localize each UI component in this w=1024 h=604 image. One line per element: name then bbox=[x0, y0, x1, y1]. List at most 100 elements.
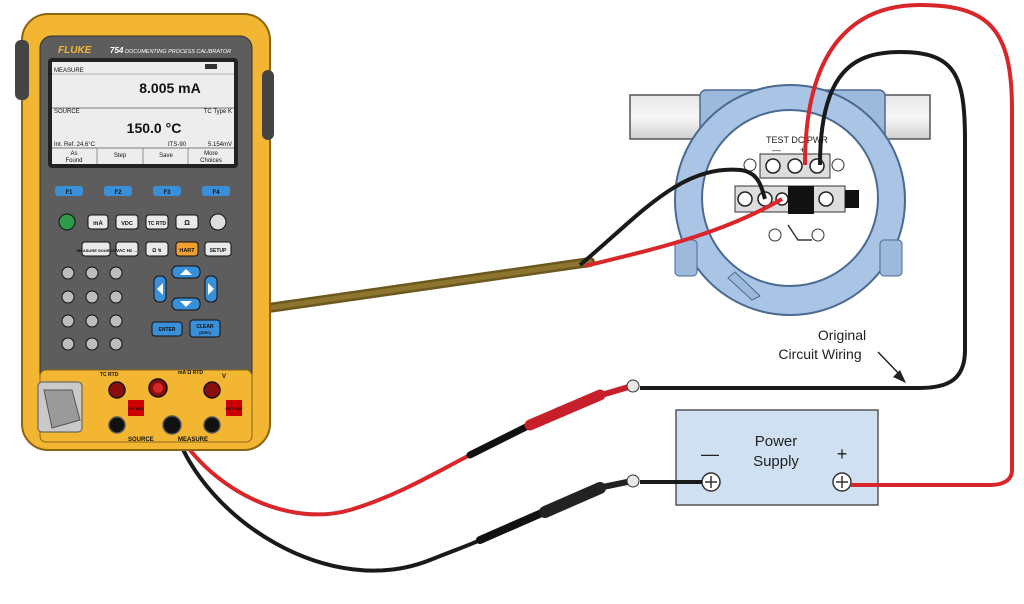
num-key[interactable] bbox=[61, 314, 75, 328]
softkey-save: Save bbox=[159, 153, 173, 159]
svg-text:Ω: Ω bbox=[184, 220, 190, 227]
svg-text:CLEAR: CLEAR bbox=[196, 324, 214, 330]
key-tc-rtd[interactable] bbox=[145, 214, 169, 230]
power-supply-label-2: Supply bbox=[753, 453, 799, 470]
f2-key[interactable] bbox=[104, 186, 132, 196]
red-probe bbox=[466, 379, 640, 459]
max-label-1 bbox=[128, 400, 144, 416]
num-key[interactable] bbox=[109, 337, 123, 351]
key-ohm-2[interactable] bbox=[145, 241, 169, 257]
svg-text:SETUP: SETUP bbox=[210, 248, 227, 254]
num-key[interactable] bbox=[85, 314, 99, 328]
power-supply-label-1: Power bbox=[755, 433, 798, 450]
svg-text:F3: F3 bbox=[163, 190, 171, 196]
svg-text:TC RTD: TC RTD bbox=[148, 221, 167, 227]
tc-lead-red bbox=[584, 197, 784, 268]
side-grip-left bbox=[15, 40, 29, 100]
svg-text:mA: mA bbox=[93, 221, 103, 227]
f4-key[interactable] bbox=[202, 186, 230, 196]
key-vac[interactable] bbox=[115, 241, 139, 257]
f3-key[interactable] bbox=[153, 186, 181, 196]
test-plus: + bbox=[800, 145, 805, 155]
jack-label-measure: MEASURE bbox=[178, 437, 208, 443]
num-key[interactable] bbox=[85, 266, 99, 280]
psu-plus-label: + bbox=[837, 444, 848, 464]
num-key[interactable] bbox=[61, 266, 75, 280]
f1-key[interactable] bbox=[55, 186, 83, 196]
num-key[interactable] bbox=[85, 290, 99, 304]
key-measure-source[interactable] bbox=[81, 241, 111, 257]
softkey-labels: As Found Step Save More Choices bbox=[65, 148, 222, 164]
measure-value: 8.005 mA bbox=[139, 80, 200, 96]
transmitter-lug-right bbox=[879, 239, 903, 277]
num-key[interactable] bbox=[85, 337, 99, 351]
jack-v-black[interactable] bbox=[203, 416, 221, 434]
svg-text:F1: F1 bbox=[65, 190, 73, 196]
num-key[interactable] bbox=[109, 266, 123, 280]
its-scale: ITS-90 bbox=[168, 142, 187, 148]
model-subtitle: DOCUMENTING PROCESS CALIBRATOR bbox=[125, 49, 231, 55]
terminal-screws-top bbox=[765, 158, 825, 174]
terminal-block bbox=[788, 186, 814, 214]
function-keys: F1 F2 F3 F4 bbox=[55, 186, 230, 196]
annotation-arrowhead bbox=[893, 370, 906, 383]
softkey-step: Step bbox=[114, 153, 127, 159]
clear-key[interactable] bbox=[189, 319, 221, 338]
max-label-2 bbox=[226, 400, 242, 416]
power-supply: Power Supply — + bbox=[675, 409, 879, 506]
svg-text:ENTER: ENTER bbox=[159, 327, 176, 333]
key-ma[interactable] bbox=[87, 214, 109, 230]
key-vdc[interactable] bbox=[115, 214, 139, 230]
jack-label-tc-rtd: TC RTD bbox=[100, 372, 119, 378]
calibrator: FLUKE 754 DOCUMENTING PROCESS CALIBRATOR… bbox=[15, 13, 274, 451]
numeric-keypad bbox=[61, 266, 123, 351]
svg-text:Ω ↯: Ω ↯ bbox=[152, 248, 162, 254]
num-key[interactable] bbox=[109, 314, 123, 328]
tc-lead-black bbox=[578, 167, 767, 267]
transmitter-lug-left bbox=[674, 239, 698, 277]
softkey-as-found-2: Found bbox=[65, 158, 82, 164]
arrow-keys bbox=[153, 265, 218, 311]
power-button[interactable] bbox=[58, 213, 76, 231]
backlight-button[interactable] bbox=[209, 213, 227, 231]
svg-text:VDC: VDC bbox=[121, 221, 133, 227]
jack-v-red[interactable] bbox=[203, 381, 221, 399]
jack-source-red[interactable] bbox=[108, 381, 126, 399]
jack-source-black[interactable] bbox=[108, 416, 126, 434]
key-setup[interactable] bbox=[204, 241, 232, 257]
original-wiring bbox=[640, 2, 1014, 487]
transmitter: TEST DC PWR — + bbox=[674, 84, 906, 316]
num-key[interactable] bbox=[61, 290, 75, 304]
loop-wire-black bbox=[640, 49, 967, 390]
jack-measure-black[interactable] bbox=[162, 415, 182, 435]
jack-label-v: V bbox=[222, 374, 226, 380]
psu-plus-terminal bbox=[832, 472, 852, 492]
test-label: TEST DC PWR bbox=[766, 135, 828, 145]
int-ref: Int. Ref. 24.6°C bbox=[54, 142, 96, 148]
side-grip-right bbox=[262, 70, 274, 140]
source-value: 150.0 °C bbox=[127, 120, 182, 136]
key-ohm[interactable] bbox=[175, 214, 199, 230]
loop-wire-red bbox=[803, 2, 1014, 487]
svg-text:F4: F4 bbox=[212, 190, 220, 196]
lcd-screen bbox=[52, 62, 234, 164]
num-key[interactable] bbox=[61, 337, 75, 351]
terminal-block-right bbox=[845, 190, 859, 208]
internal-jumper bbox=[787, 224, 812, 241]
softkey-more-2: Choices bbox=[200, 158, 222, 164]
num-key[interactable] bbox=[109, 290, 123, 304]
enter-key[interactable] bbox=[151, 321, 183, 337]
annotation-line-2: Circuit Wiring bbox=[778, 346, 861, 362]
svg-text:HART: HART bbox=[179, 248, 195, 254]
source-label: SOURCE bbox=[54, 109, 80, 115]
jack-label-source: SOURCE bbox=[128, 437, 154, 443]
terminal-screws-bottom bbox=[737, 191, 834, 207]
mv-readout: 5.154mV bbox=[208, 142, 232, 148]
source-type: TC Type K bbox=[204, 109, 232, 115]
key-hart[interactable] bbox=[175, 241, 199, 257]
svg-text:MEASURE SOURCE: MEASURE SOURCE bbox=[77, 248, 116, 253]
jack-label-ma-rtd: mA Ω RTD bbox=[178, 370, 203, 376]
battery-icon bbox=[205, 64, 217, 69]
svg-text:30V MAX: 30V MAX bbox=[129, 407, 145, 411]
